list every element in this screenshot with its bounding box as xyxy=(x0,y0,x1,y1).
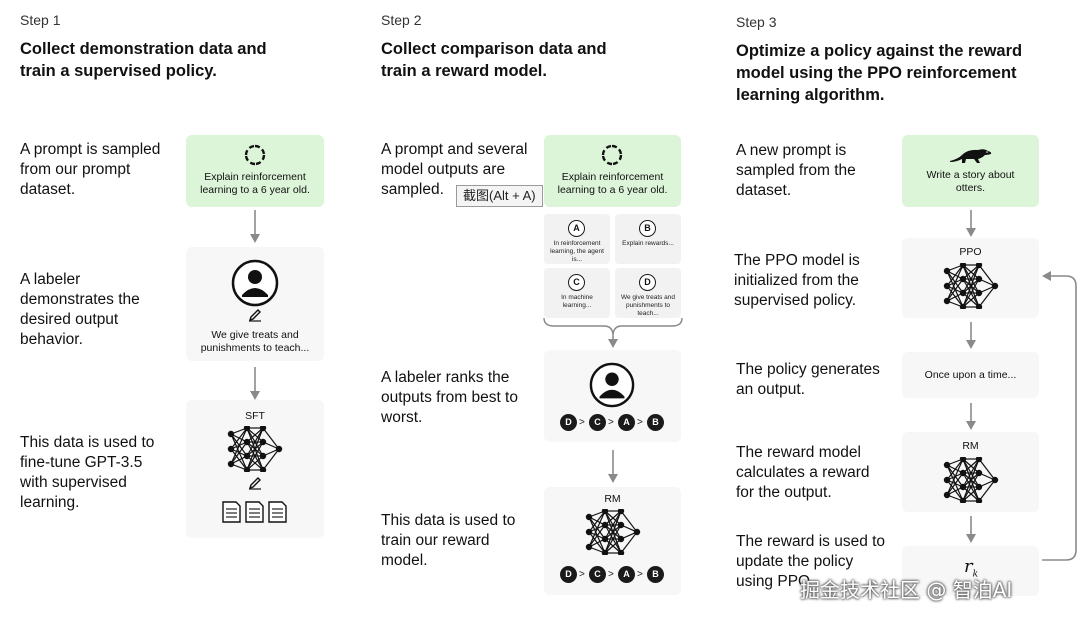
step-3-desc-update: The reward is used to update the policy … xyxy=(736,533,886,590)
step-1-prompt-card: Explain reinforcement learning to a 6 ye… xyxy=(186,135,324,207)
output-badge-c: C xyxy=(568,274,585,291)
neural-network-icon xyxy=(585,509,641,555)
person-icon xyxy=(231,259,279,307)
step-1-label: Step 1 xyxy=(20,12,61,28)
bracket-icon xyxy=(543,317,683,348)
output-card-c: C In machine learning... xyxy=(544,268,610,318)
reward-r: r xyxy=(964,556,973,577)
step-3-reward-card: rk xyxy=(902,546,1039,596)
rank-separator: > xyxy=(608,417,614,428)
reward-subscript: k xyxy=(972,569,979,580)
step-3-desc-ppo: The PPO model is initialized from the su… xyxy=(734,252,860,309)
step-1-desc-labeler: A labeler demonstrates the desired outpu… xyxy=(20,271,140,348)
rank-2-badge: C xyxy=(589,414,606,431)
step-1-column: Step 1 Collect demonstration data and tr… xyxy=(0,0,350,619)
arrow-down-icon xyxy=(250,367,260,400)
output-text-a: In reinforcement learning, the agent is.… xyxy=(550,240,604,263)
rank-1-badge: D xyxy=(560,414,577,431)
step-2-desc-train: This data is used to train our reward mo… xyxy=(381,512,516,569)
rank-separator: > xyxy=(579,569,585,580)
rank-separator: > xyxy=(637,569,643,580)
arrow-down-icon xyxy=(966,322,976,349)
step-3-prompt-text: Write a story about otters. xyxy=(926,169,1015,194)
otter-icon xyxy=(950,149,992,163)
neural-network-icon xyxy=(943,263,999,309)
step-1-sft-card: SFT xyxy=(186,400,324,538)
output-badge-b: B xyxy=(639,220,656,237)
arrow-down-icon xyxy=(250,210,260,243)
step-1-prompt-text: Explain reinforcement learning to a 6 ye… xyxy=(200,171,310,196)
step-3-output-card: Once upon a time... xyxy=(902,352,1039,398)
person-icon xyxy=(589,362,635,408)
rank-3-badge: A xyxy=(618,566,635,583)
arrow-down-icon xyxy=(966,210,976,237)
refresh-icon xyxy=(601,144,623,166)
ranking-row: D > C > A > B xyxy=(560,414,670,431)
rm-label: RM xyxy=(604,493,621,505)
rank-2-badge: C xyxy=(589,566,606,583)
step-3-column: Step 3 Optimize a policy against the rew… xyxy=(716,0,1080,619)
rank-separator: > xyxy=(608,569,614,580)
step-1-title: Collect demonstration data and train a s… xyxy=(20,40,267,80)
step-2-rm-card: RM D > C > A > B xyxy=(544,487,681,595)
step-3-label: Step 3 xyxy=(736,14,777,30)
step-3-prompt-card: Write a story about otters. xyxy=(902,135,1039,207)
step-3-output-text: Once upon a time... xyxy=(924,369,1017,381)
output-badge-a: A xyxy=(568,220,585,237)
output-card-d: D We give treats and punishments to teac… xyxy=(615,268,681,318)
step-2-desc-sample: A prompt and several model outputs are s… xyxy=(381,141,528,198)
step-3-desc-output: The policy generates an output. xyxy=(736,361,880,398)
rank-1-badge: D xyxy=(560,566,577,583)
step-2-prompt-text: Explain reinforcement learning to a 6 ye… xyxy=(557,171,668,196)
reward-symbol: rk xyxy=(964,556,978,580)
step-3-desc-reward: The reward model calculates a reward for… xyxy=(736,444,870,501)
output-text-b: Explain rewards... xyxy=(622,240,674,247)
feedback-loop-arrow xyxy=(1042,271,1077,561)
output-card-b: B Explain rewards... xyxy=(615,214,681,264)
output-card-a: A In reinforcement learning, the agent i… xyxy=(544,214,610,264)
rm-label: RM xyxy=(962,440,979,452)
output-text-c: In machine learning... xyxy=(561,294,593,309)
pencil-icon xyxy=(248,477,261,490)
sft-label: SFT xyxy=(245,410,265,422)
step-3-desc-prompt: A new prompt is sampled from the dataset… xyxy=(736,142,856,199)
pencil-icon xyxy=(248,309,261,322)
watermark: 掘金技术社区 @ 智泊AI xyxy=(800,578,1013,602)
step-3-ppo-card: PPO xyxy=(902,238,1039,318)
step-3-title: Optimize a policy against the reward mod… xyxy=(736,42,1023,104)
neural-network-icon xyxy=(943,457,999,503)
step-2-labeler-card: D > C > A > B xyxy=(544,350,681,442)
documents-icon xyxy=(222,501,287,523)
step-2-title: Collect comparison data and train a rewa… xyxy=(381,40,607,80)
step-2-column: Step 2 Collect comparison data and train… xyxy=(360,0,710,619)
step-1-desc-finetune: This data is used to fine-tune GPT-3.5 w… xyxy=(20,434,155,511)
ranking-row: D > C > A > B xyxy=(560,566,670,583)
step-1-demo-text: We give treats and punishments to teach.… xyxy=(200,329,310,354)
rank-separator: > xyxy=(579,417,585,428)
rank-separator: > xyxy=(637,417,643,428)
screenshot-tooltip: 截图(Alt + A) xyxy=(456,185,543,207)
step-2-prompt-card: Explain reinforcement learning to a 6 ye… xyxy=(544,135,681,207)
refresh-icon xyxy=(244,144,266,166)
step-3-rm-card: RM xyxy=(902,432,1039,512)
rank-4-badge: B xyxy=(647,414,664,431)
step-1-labeler-card: We give treats and punishments to teach.… xyxy=(186,247,324,361)
neural-network-icon xyxy=(227,426,283,472)
rank-3-badge: A xyxy=(618,414,635,431)
rank-4-badge: B xyxy=(647,566,664,583)
output-text-d: We give treats and punishments to teach.… xyxy=(620,294,676,317)
step-1-desc-prompt: A prompt is sampled from our prompt data… xyxy=(20,141,161,198)
arrow-down-icon xyxy=(608,450,618,483)
ppo-label: PPO xyxy=(959,246,982,258)
arrow-down-icon xyxy=(966,403,976,430)
arrow-down-icon xyxy=(966,516,976,543)
step-2-desc-rank: A labeler ranks the outputs from best to… xyxy=(381,369,518,426)
step-2-label: Step 2 xyxy=(381,12,422,28)
output-badge-d: D xyxy=(639,274,656,291)
